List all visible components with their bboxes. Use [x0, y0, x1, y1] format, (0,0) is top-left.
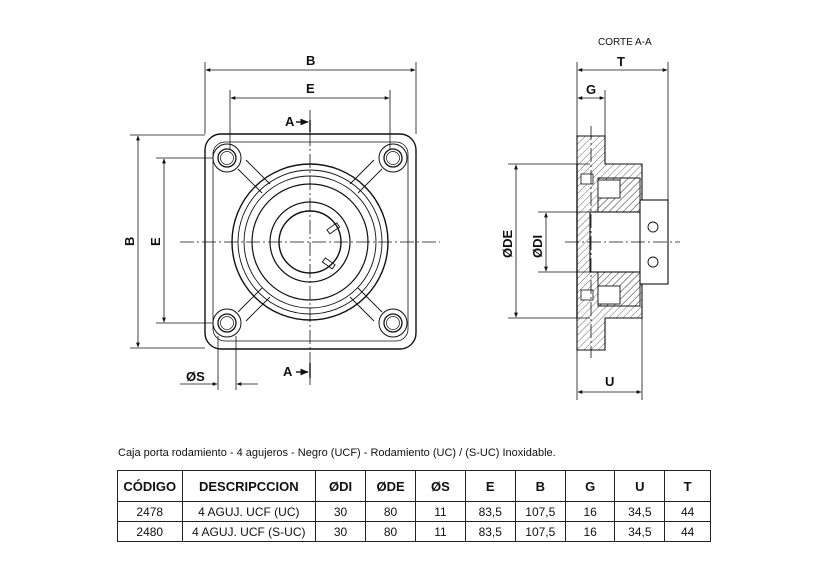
flange-outer	[204, 133, 417, 350]
header-de: ØDE	[364, 470, 417, 502]
cell-s: 11	[415, 501, 466, 522]
dim-b-top: B	[306, 53, 315, 68]
table-row: 2480 4 AGUJ. UCF (S-UC) 30 80 11 83,5 10…	[117, 521, 711, 542]
cell-di: 30	[315, 521, 366, 542]
cut-label-a-top: A	[285, 114, 295, 129]
dim-s: ØS	[186, 369, 205, 384]
cell-codigo: 2480	[117, 521, 183, 542]
header-e: E	[464, 470, 516, 502]
cell-e: 83,5	[464, 521, 516, 542]
section-view	[576, 135, 669, 351]
flange-inner	[212, 141, 409, 342]
dim-de: ØDE	[500, 230, 515, 259]
dim-t: T	[617, 54, 625, 69]
cell-b: 107,5	[514, 501, 566, 522]
dim-di: ØDI	[530, 235, 545, 258]
cell-g: 16	[564, 501, 616, 522]
cell-descripcion: 4 AGUJ. UCF (UC)	[181, 501, 317, 522]
product-caption: Caja porta rodamiento - 4 agujeros - Neg…	[118, 447, 556, 459]
cell-t: 44	[664, 501, 711, 522]
header-b: B	[514, 470, 566, 502]
cell-de: 80	[364, 501, 417, 522]
header-descripcion: DESCRIPCCION	[181, 470, 317, 502]
bolt-holes	[212, 143, 408, 338]
cell-descripcion: 4 AGUJ. UCF (S-UC)	[181, 521, 317, 542]
cell-b: 107,5	[514, 521, 566, 542]
header-t: T	[664, 470, 711, 502]
dim-u: U	[605, 374, 614, 389]
cell-u: 34,5	[614, 501, 666, 522]
cell-e: 83,5	[464, 501, 516, 522]
cell-u: 34,5	[614, 521, 666, 542]
table-row: 2478 4 AGUJ. UCF (UC) 30 80 11 83,5 107,…	[117, 501, 711, 522]
cut-label-a-bottom: A	[283, 364, 293, 379]
cell-t: 44	[664, 521, 711, 542]
header-codigo: CÓDIGO	[117, 470, 183, 502]
table-header-row: CÓDIGO DESCRIPCCION ØDI ØDE ØS E B G U T	[117, 470, 711, 502]
header-s: ØS	[415, 470, 466, 502]
spec-table: CÓDIGO DESCRIPCCION ØDI ØDE ØS E B G U T…	[117, 470, 711, 542]
header-g: G	[564, 470, 616, 502]
front-view	[204, 133, 417, 350]
technical-drawing: A A B E B E ØS CORTE A-A	[122, 37, 680, 400]
header-u: U	[614, 470, 666, 502]
cell-de: 80	[364, 521, 417, 542]
dim-g: G	[586, 82, 596, 97]
cell-g: 16	[564, 521, 616, 542]
cell-codigo: 2478	[117, 501, 183, 522]
section-label: CORTE A-A	[598, 37, 652, 48]
cell-di: 30	[315, 501, 366, 522]
dim-e-side: E	[148, 237, 163, 246]
dim-e-top: E	[306, 81, 315, 96]
header-di: ØDI	[315, 470, 366, 502]
dim-b-side: B	[122, 237, 137, 246]
cell-s: 11	[415, 521, 466, 542]
